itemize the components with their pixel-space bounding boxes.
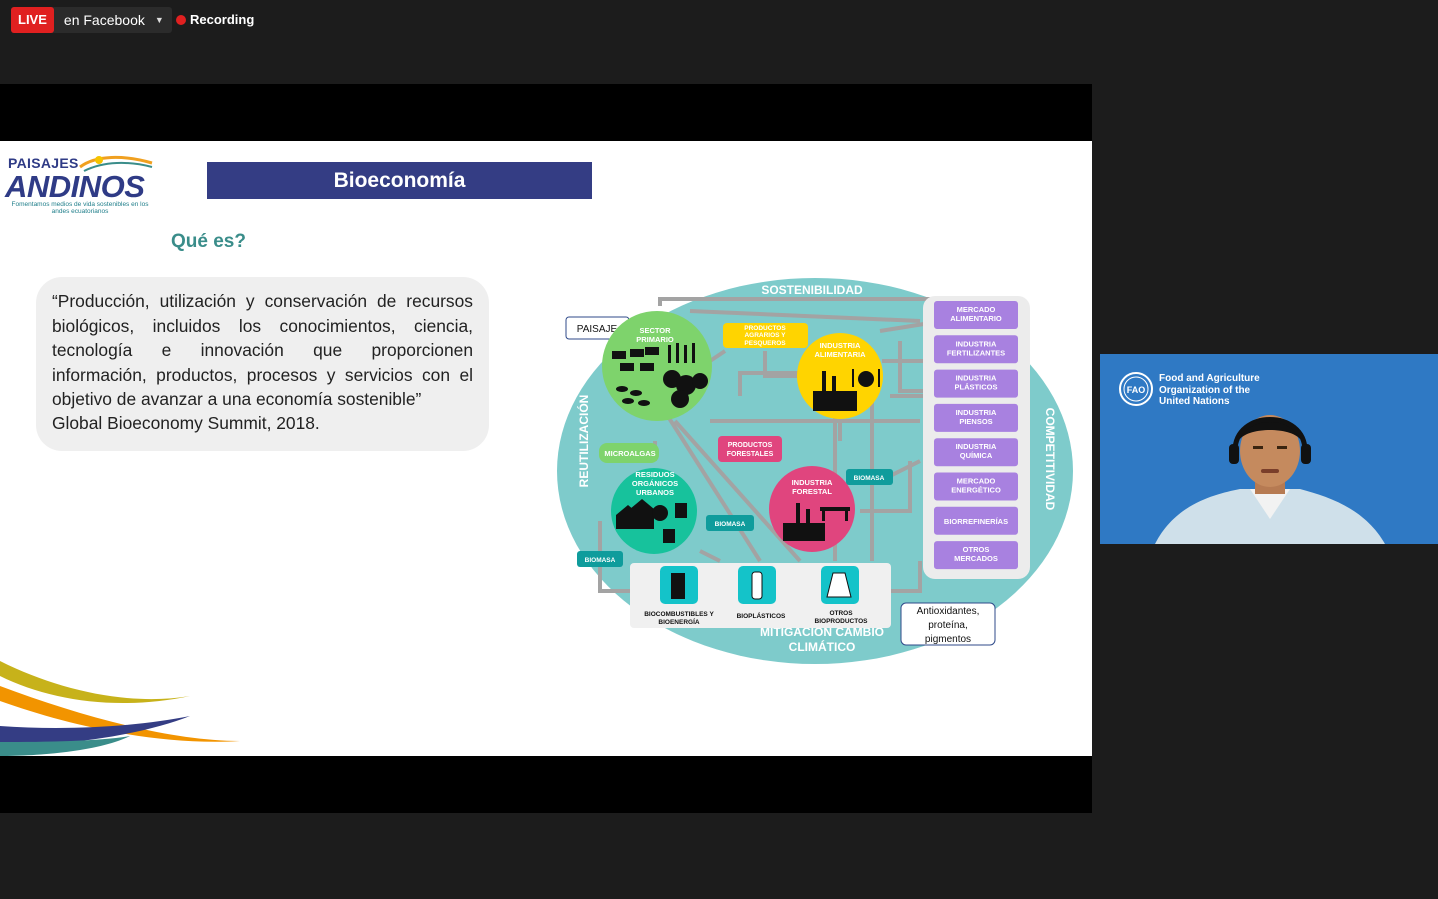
market-label: INDUSTRIA (956, 374, 997, 383)
otros-bioproductos-label-2: BIOPRODUCTOS (815, 618, 869, 625)
recording-label: Recording (190, 12, 255, 27)
productos-agrarios-box (723, 323, 808, 348)
factory-furniture-icon (783, 503, 850, 541)
letterbox-bottom (0, 756, 1092, 813)
biomasa-label-3: BIOMASA (585, 557, 616, 564)
paisajes-andinos-logo: PAISAJES ANDINOS Fomentamos medios de vi… (4, 153, 154, 215)
definition-quote: “Producción, utilización y conservación … (52, 291, 473, 410)
residuos-label-1: RESIDUOS (635, 470, 674, 479)
antioxidantes-label-2: proteína, (928, 620, 967, 631)
recording-indicator[interactable]: Recording (176, 12, 254, 27)
market-label: ENERGÉTICO (951, 486, 1001, 495)
bioeconomy-diagram: SOSTENIBILIDAD REUTILIZACIÓN COMPETITIVI… (557, 278, 1073, 664)
market-box (934, 506, 1018, 535)
microalgas-box (599, 443, 659, 463)
productos-agrarios-label-3: PESQUEROS (744, 340, 786, 347)
meeting-top-bar: LIVE en Facebook ▼ Recording (0, 0, 1438, 84)
logo-main-text: ANDINOS (5, 169, 145, 204)
sector-primario-label-2: PRIMARIO (636, 335, 674, 344)
residuos-label-2: ORGÁNICOS (632, 479, 678, 488)
market-box (934, 541, 1018, 570)
market-label: FERTILIZANTES (947, 348, 1005, 357)
market-box (934, 438, 1018, 467)
productos-forestales-label-1: PRODUCTOS (728, 442, 773, 449)
factory-food-icon (813, 369, 880, 411)
speaker-avatar (1155, 415, 1385, 544)
sector-primario-label-1: SECTOR (639, 326, 671, 335)
markets-list: MERCADOALIMENTARIOINDUSTRIAFERTILIZANTES… (934, 301, 1018, 570)
biomasa-box-1 (846, 469, 893, 485)
live-stream-control[interactable]: LIVE en Facebook ▼ (11, 7, 172, 33)
market-label: PLÁSTICOS (955, 383, 998, 392)
market-label: INDUSTRIA (956, 339, 997, 348)
label-sostenibilidad: SOSTENIBILIDAD (761, 283, 863, 297)
market-box (934, 369, 1018, 398)
shared-slide: PAISAJES ANDINOS Fomentamos medios de vi… (0, 141, 1092, 756)
productos-forestales-box (718, 436, 782, 462)
market-label: INDUSTRIA (956, 442, 997, 451)
industria-alimentaria-label-1: INDUSTRIA (820, 341, 861, 350)
paisaje-label: PAISAJE (577, 324, 618, 335)
flow-arrows (598, 297, 932, 593)
biomasa-label-2: BIOMASA (715, 521, 746, 528)
label-mitigacion-2: CLIMÁTICO (789, 639, 856, 654)
market-label: ALIMENTARIO (950, 314, 1002, 323)
antioxidantes-label-3: pigmentos (925, 634, 971, 645)
livestock-trees-icon (612, 343, 708, 408)
participant-video-tile[interactable]: FAO Food and Agriculture Organization of… (1100, 354, 1438, 544)
market-label: OTROS (963, 545, 990, 554)
market-label: PIENSOS (959, 417, 992, 426)
logo-swoosh-icon (79, 155, 153, 172)
biocombustibles-label-1: BIOCOMBUSTIBLES Y (644, 611, 714, 618)
market-label: QUÍMICA (960, 451, 993, 460)
industria-forestal-label-2: FORESTAL (792, 487, 832, 496)
otros-bioproductos-label-1: OTROS (829, 610, 853, 617)
market-box (934, 472, 1018, 501)
definition-quote-box: “Producción, utilización y conservación … (36, 277, 489, 451)
antioxidantes-box (900, 602, 996, 646)
antioxidantes-label-1: Antioxidantes, (917, 606, 980, 617)
productos-agrarios-label-1: PRODUCTOS (744, 325, 786, 332)
houses-bins-icon (616, 499, 687, 543)
fao-logo-text: FAO (1127, 385, 1146, 395)
market-box (934, 403, 1018, 432)
market-box (934, 301, 1018, 329)
market-label: INDUSTRIA (956, 408, 997, 417)
industria-alimentaria-label-2: ALIMENTARIA (814, 350, 866, 359)
residuos-label-3: URBANOS (636, 488, 674, 497)
slide-subtitle: Qué es? (171, 231, 246, 252)
live-badge: LIVE (11, 7, 54, 33)
productos-forestales-label-2: FORESTALES (727, 451, 774, 458)
record-dot-icon (176, 14, 186, 25)
market-label: MERCADO (957, 477, 996, 486)
microalgas-label: MICROALGAS (604, 449, 655, 458)
fao-org-name: Food and Agriculture Organization of the… (1159, 373, 1260, 407)
market-label: MERCADOS (954, 554, 998, 563)
market-box (934, 335, 1018, 364)
bioplasticos-label: BIOPLÁSTICOS (737, 611, 786, 620)
productos-agrarios-label-2: AGRARIOS Y (744, 332, 786, 339)
biomasa-box-2 (706, 515, 754, 531)
label-competitividad: COMPETITIVIDAD (1043, 408, 1057, 511)
industria-forestal-label-1: INDUSTRIA (792, 478, 833, 487)
label-reutilizacion: REUTILIZACIÓN (576, 395, 591, 488)
chevron-down-icon[interactable]: ▼ (154, 15, 164, 25)
slide-title: Bioeconomía (207, 162, 592, 199)
logo-top-text: PAISAJES (8, 155, 79, 171)
quote-source: Global Bioeconomy Summit, 2018. (52, 413, 320, 433)
logo-tagline: Fomentamos medios de vida sostenibles en… (11, 201, 149, 215)
live-target-label[interactable]: en Facebook (63, 12, 145, 28)
letterbox-top (0, 84, 1092, 141)
biocombustibles-label-2: BIOENERGÍA (658, 617, 699, 626)
decorative-waves (0, 661, 240, 756)
market-label: MERCADO (957, 305, 996, 314)
biomasa-box-3 (577, 551, 623, 567)
fao-logo-icon: FAO (1119, 372, 1153, 406)
biomasa-label-1: BIOMASA (854, 475, 885, 482)
market-label: BIORREFINERÍAS (944, 517, 1008, 526)
